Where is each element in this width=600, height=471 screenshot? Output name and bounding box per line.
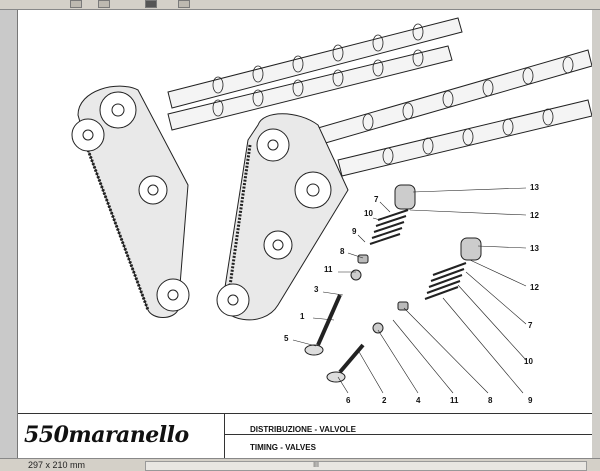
callout-label: 6	[346, 396, 351, 405]
callout-label: 3	[314, 285, 319, 294]
viewer-toolbar	[0, 0, 600, 10]
status-bar: 297 x 210 mm III	[0, 458, 600, 471]
callout-label: 13	[530, 244, 539, 253]
title-english: TIMING - VALVES	[250, 443, 316, 452]
toolbar-button[interactable]	[178, 0, 190, 8]
callout-label: 13	[530, 183, 539, 192]
callout-label: 8	[340, 247, 345, 256]
title-italian: DISTRIBUZIONE - VALVOLE	[250, 425, 356, 434]
callout-label: 9	[528, 396, 533, 405]
scroll-thumb[interactable]: III	[313, 462, 319, 469]
vertical-scrollbar[interactable]	[592, 10, 600, 458]
callout-label: 8	[488, 396, 493, 405]
callout-label: 11	[450, 396, 459, 405]
exploded-view-drawing: 13 12 7 10 9 8 11 3 1 5 13 12 7 10 9 6 2…	[71, 17, 593, 405]
callout-label: 11	[324, 265, 333, 274]
callout-label: 7	[528, 321, 533, 330]
title-cell: DISTRIBUZIONE - VALVOLE TIMING - VALVES	[225, 414, 600, 459]
callout-label: 9	[352, 227, 357, 236]
callout-label: 7	[374, 195, 379, 204]
title-block: 550maranello DISTRIBUZIONE - VALVOLE TIM…	[18, 413, 600, 459]
toolbar-button[interactable]	[70, 0, 82, 8]
document-page: 13 12 7 10 9 8 11 3 1 5 13 12 7 10 9 6 2…	[17, 10, 600, 458]
callout-label: 4	[416, 396, 421, 405]
callout-label: 10	[364, 209, 373, 218]
brand-logo: 550maranello	[24, 422, 189, 448]
callout-labels: 13 12 7 10 9 8 11 3 1 5 13 12 7 10 9 6 2…	[284, 183, 539, 405]
logo-cell: 550maranello	[18, 414, 225, 459]
page-size-label: 297 x 210 mm	[28, 460, 86, 470]
toolbar-button[interactable]	[145, 0, 157, 8]
callout-label: 10	[524, 357, 533, 366]
divider	[225, 434, 600, 435]
callout-label: 12	[530, 211, 539, 220]
toolbar-button[interactable]	[98, 0, 110, 8]
callout-label: 5	[284, 334, 289, 343]
callout-label: 1	[300, 312, 305, 321]
callout-label: 12	[530, 283, 539, 292]
callout-label: 2	[382, 396, 387, 405]
